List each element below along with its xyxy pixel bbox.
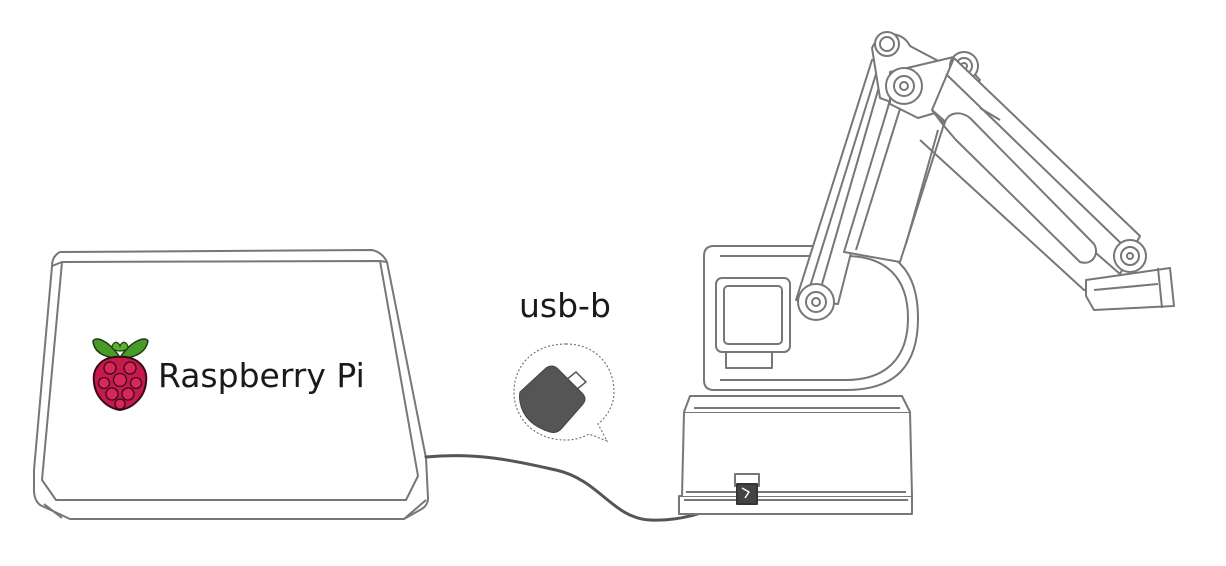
usb-b-label: usb-b [519, 286, 611, 325]
base-usb-port [734, 473, 760, 505]
robotic-arm [678, 31, 1175, 515]
usb-b-plug-icon [513, 343, 615, 443]
raspberry-pi-box [33, 249, 429, 520]
raspberry-pi-logo-icon [92, 338, 149, 412]
raspberry-pi-label: Raspberry Pi [158, 356, 365, 395]
